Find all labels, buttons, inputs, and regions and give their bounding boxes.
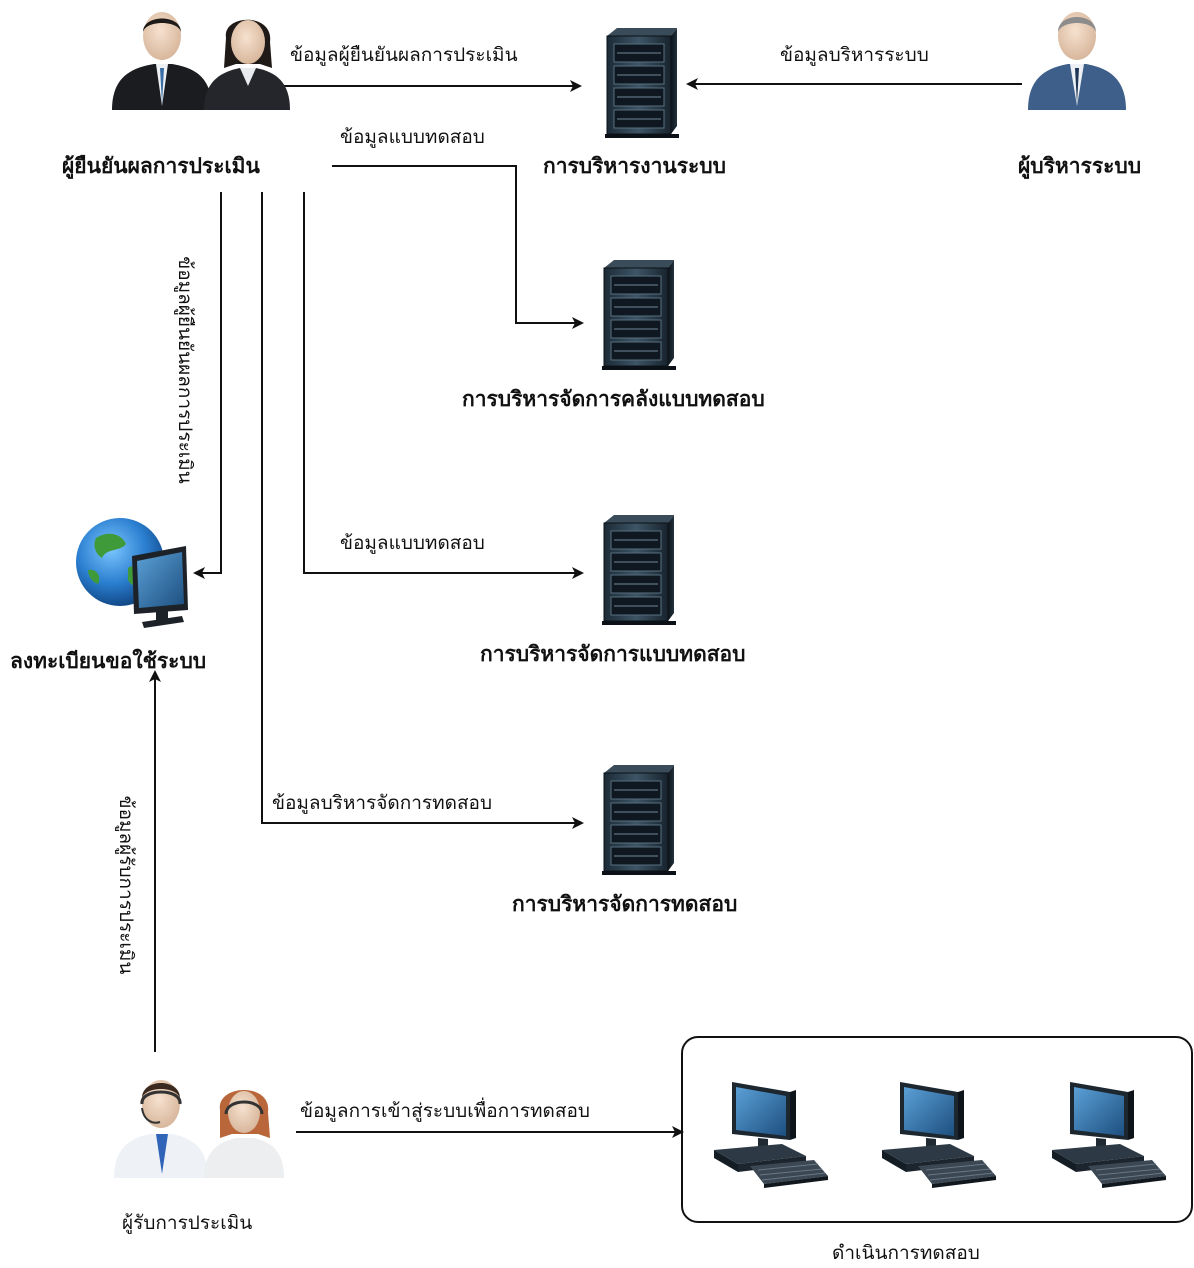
node-test-form-service: การบริหารจัดการแบบทดสอบ xyxy=(480,642,746,666)
edge-label-validator-info: ข้อมูลผู้ยืนยันผลการประเมิน xyxy=(290,44,518,66)
desktop-computer-icon xyxy=(1051,1081,1167,1189)
business-person-icon xyxy=(204,19,290,110)
edge-label-login-info: ข้อมูลการเข้าสู่ระบบเพื่อการทดสอบ xyxy=(300,1100,590,1122)
connector-lines xyxy=(149,78,1022,1138)
node-validators: ผู้ยืนยันผลการประเมิน xyxy=(62,154,260,178)
server-rack-icon xyxy=(604,27,680,139)
business-person-icon xyxy=(114,1080,208,1178)
edge-label-validator-info-vertical: ข้อมูลผู้ยืนยันผลการประเมิน xyxy=(174,256,196,484)
node-system-admin: ผู้บริหารระบบ xyxy=(1018,154,1142,178)
server-rack-icon xyxy=(601,764,677,876)
business-person-icon xyxy=(112,12,212,110)
testing-room-frame xyxy=(681,1036,1193,1223)
edge-label-exam-mgmt-info: ข้อมูลบริหารจัดการทดสอบ xyxy=(272,792,493,814)
arrow-to-registration xyxy=(193,192,222,579)
edge-label-test-info-mid: ข้อมูลแบบทดสอบ xyxy=(340,532,485,554)
globe-monitor-icon xyxy=(76,518,188,628)
node-question-bank-service: การบริหารจัดการคลังแบบทดสอบ xyxy=(462,387,765,411)
edge-label-admin-info: ข้อมูลบริหารระบบ xyxy=(780,44,929,66)
server-rack-icon xyxy=(601,514,677,626)
node-examinees: ผู้รับการประเมิน xyxy=(122,1212,253,1234)
node-system-admin-service: การบริหารงานระบบ xyxy=(543,154,726,178)
desktop-computer-icon xyxy=(713,1081,829,1189)
arrow-to-exam-management xyxy=(261,192,584,829)
node-testing-room: ดำเนินการทดสอบ xyxy=(832,1242,980,1264)
desktop-computer-icon xyxy=(881,1081,997,1189)
arrow-to-test-form xyxy=(303,192,584,579)
edge-label-test-info-top: ข้อมูลแบบทดสอบ xyxy=(340,126,485,148)
edge-label-examinee-info-vertical: ข้อมูลผู้รับการประเมิน xyxy=(115,795,137,975)
server-rack-icon xyxy=(601,259,677,371)
node-exam-management-service: การบริหารจัดการทดสอบ xyxy=(512,892,738,916)
arrow-to-question-bank xyxy=(332,165,584,329)
business-person-icon xyxy=(1028,12,1126,110)
business-person-icon xyxy=(204,1090,284,1178)
node-registration: ลงทะเบียนขอใช้ระบบ xyxy=(10,649,207,673)
